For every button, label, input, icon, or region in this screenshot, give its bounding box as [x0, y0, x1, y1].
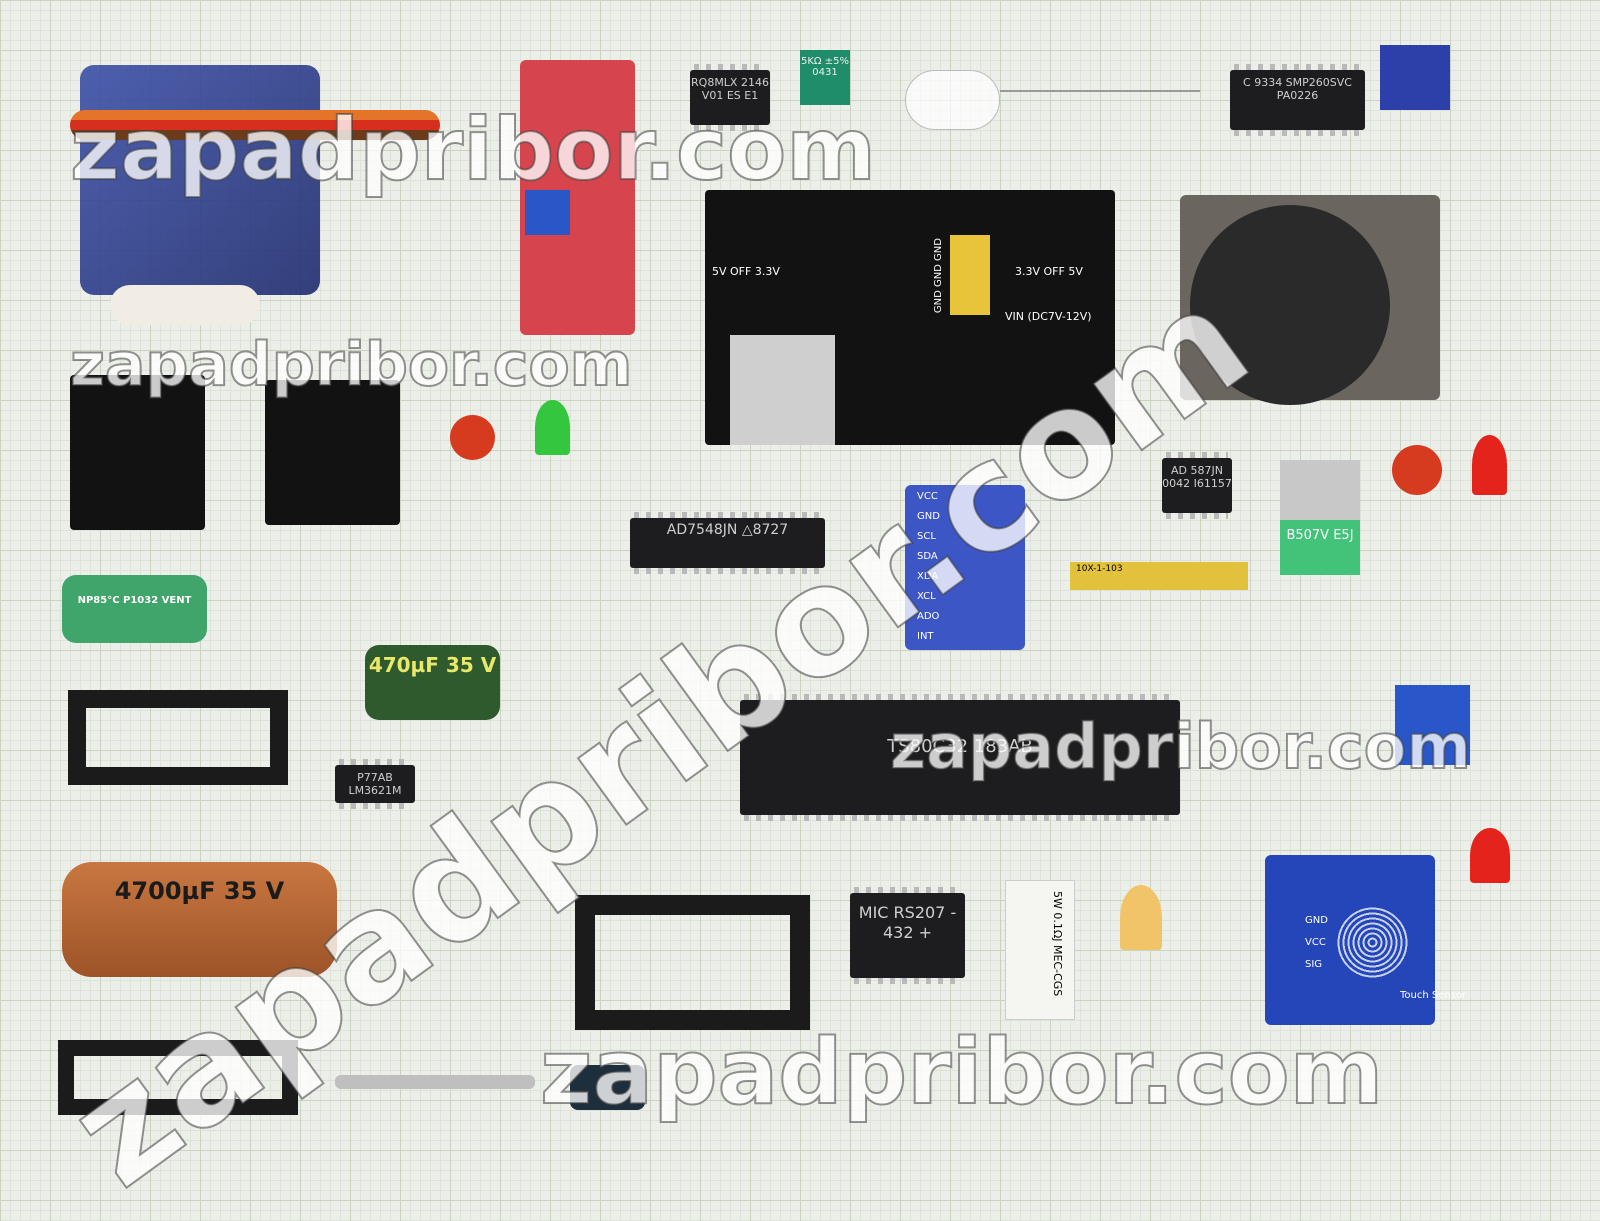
led-red	[1472, 435, 1507, 495]
trimmer-blue	[1380, 45, 1450, 110]
imu-pin-label: XDA	[917, 571, 939, 582]
jumper-label-left: 5V OFF 3.3V	[712, 265, 780, 278]
inductor	[570, 1065, 645, 1110]
jumper-label-right: 3.3V OFF 5V	[1015, 265, 1083, 278]
ic-ad7548: AD7548JN △8727	[630, 512, 825, 574]
ceramic-capacitor-2	[1392, 445, 1442, 495]
usb-port	[730, 335, 835, 445]
imu-pin-label: ADO	[917, 611, 940, 622]
regulator-tab	[1280, 460, 1360, 520]
joystick-knob	[1190, 205, 1390, 405]
servo-wires	[70, 110, 440, 140]
led-red-2	[1470, 828, 1510, 883]
potentiometer-shaft	[335, 1075, 535, 1089]
display-module	[70, 375, 205, 530]
resistor-network: 10X-1-103	[1070, 562, 1248, 590]
touch-pin-label: SIG	[1305, 959, 1323, 970]
imu-module: VCC GND SCL SDA XDA XCL ADO INT	[905, 485, 1025, 650]
header-yellow	[950, 235, 990, 315]
touch-sensor-label: Touch Sensor	[1400, 990, 1467, 1001]
vin-label: VIN (DC7V-12V)	[1005, 310, 1092, 323]
led-green	[535, 400, 570, 455]
trimmer-5k: 5KΩ ±5% 0431	[800, 50, 850, 105]
imu-pin-label: INT	[917, 631, 934, 642]
regulator-b507v: B507V E5J	[1280, 520, 1360, 575]
ic-smp260: C 9334 SMP260SVC PA0226	[1230, 64, 1365, 136]
potentiometer-blue	[525, 190, 570, 235]
touch-pad	[1335, 905, 1410, 980]
watermark: zapadpribor.com	[539, 1019, 1384, 1126]
led-display	[265, 380, 400, 525]
trimmer-blue-2	[1395, 685, 1470, 765]
ic-ad587: AD 587JN 0042 I61157	[1162, 452, 1232, 519]
touch-pin-label: GND	[1305, 915, 1328, 926]
ceramic-capacitor	[450, 415, 495, 460]
ic-socket-2	[575, 895, 810, 1030]
ic-socket	[68, 690, 288, 785]
capacitor-4700uf: 4700µF 35 V	[62, 862, 337, 977]
capacitor-470uf: 470µF 35 V	[365, 645, 500, 720]
servo-motor	[80, 65, 320, 295]
led-yellow	[1120, 885, 1162, 950]
led-clear	[905, 70, 1000, 130]
imu-pin-label: XCL	[917, 591, 936, 602]
led-lead	[1000, 90, 1200, 92]
ic-rq8mlx: RQ8MLX 2146 V01 ES E1	[690, 64, 770, 131]
capacitor-np: NP85°C P1032 VENT	[62, 575, 207, 643]
servo-horn	[110, 285, 260, 325]
gnd-label: GND GND GND	[933, 238, 944, 314]
ic-lm3621: P77AB LM3621M	[335, 759, 415, 809]
imu-pin-label: GND	[917, 511, 940, 522]
imu-pin-label: VCC	[917, 491, 938, 502]
power-resistor: 5W 0.1ΩJ MEC-CGS	[1005, 880, 1075, 1020]
touch-pin-label: VCC	[1305, 937, 1326, 948]
bridge-rectifier: MIC RS207 - 432 +	[850, 887, 965, 984]
ic-mcu: TS80C32 183AB	[740, 694, 1180, 821]
imu-pin-label: SDA	[917, 551, 938, 562]
imu-pin-label: SCL	[917, 531, 936, 542]
ic-socket-3	[58, 1040, 298, 1115]
